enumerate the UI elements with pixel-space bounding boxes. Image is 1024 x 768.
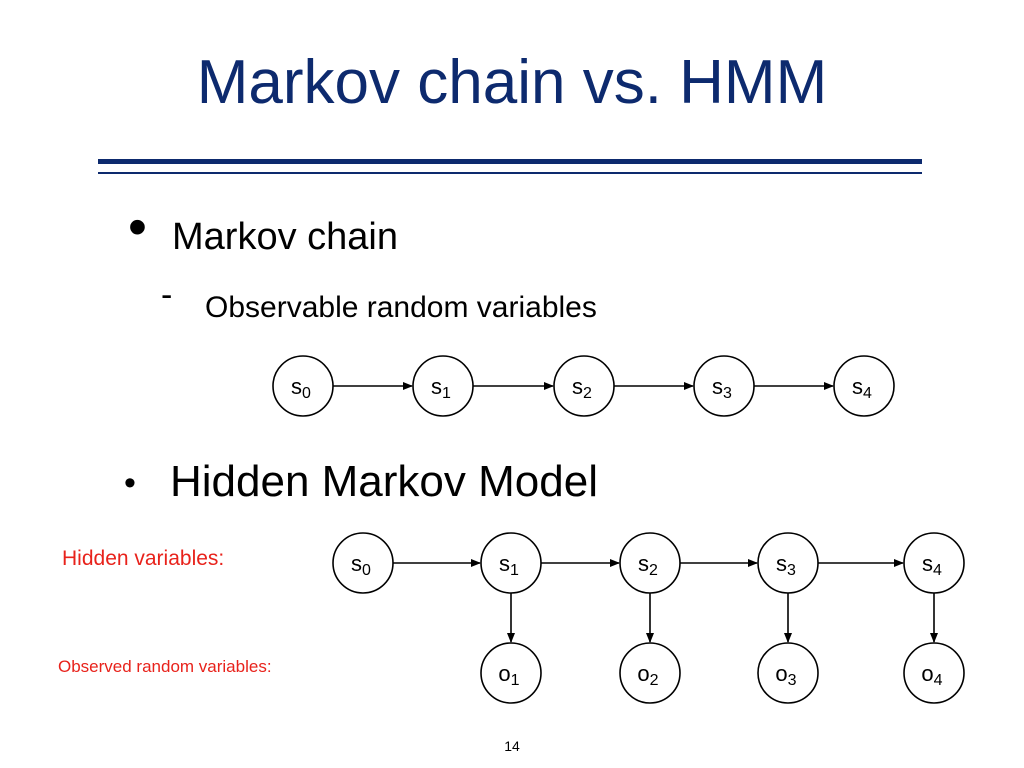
hmm-observed-node-o1-label: o1: [498, 661, 519, 689]
title-rule-thick: [98, 159, 922, 164]
page-number: 14: [504, 738, 520, 754]
hmm-hidden-node-s0: s0: [332, 532, 394, 594]
hmm-hidden-node-s3-label: s3: [776, 551, 796, 579]
label-observed-random-variables: Observed random variables:: [58, 657, 272, 676]
mc-node-s0-label: s0: [291, 374, 311, 402]
mc-node-s4-label: s4: [852, 374, 872, 402]
hmm-hidden-node-s4: s4: [903, 532, 965, 594]
mc-node-s1-label: s1: [431, 374, 451, 402]
bullet-hmm: •: [124, 464, 136, 502]
hmm-hidden-node-s2-label: s2: [638, 551, 658, 579]
mc-node-s4: s4: [833, 355, 895, 417]
mc-node-s0: s0: [272, 355, 334, 417]
hmm-observed-node-o4: o4: [903, 642, 965, 704]
hmm-observed-node-o3: o3: [757, 642, 819, 704]
hmm-observed-node-o4-label: o4: [921, 661, 942, 689]
hmm-hidden-node-s3: s3: [757, 532, 819, 594]
slide-title: Markov chain vs. HMM: [196, 48, 828, 117]
mc-node-s1: s1: [412, 355, 474, 417]
mc-node-s3-label: s3: [712, 374, 732, 402]
mc-node-s2: s2: [553, 355, 615, 417]
subbullet-observable-random-variables: Observable random variables: [205, 291, 597, 324]
hmm-hidden-node-s4-label: s4: [922, 551, 942, 579]
hmm-observed-node-o3-label: o3: [775, 661, 796, 689]
title-rule-thin: [98, 172, 922, 174]
hmm-observed-node-o2: o2: [619, 642, 681, 704]
label-hidden-variables: Hidden variables:: [62, 547, 225, 570]
dash-observable: -: [161, 276, 173, 314]
mc-node-s2-label: s2: [572, 374, 592, 402]
hmm-observed-node-o2-label: o2: [637, 661, 658, 689]
hmm-hidden-node-s1-label: s1: [499, 551, 519, 579]
hmm-hidden-node-s2: s2: [619, 532, 681, 594]
hmm-observed-node-o1: o1: [480, 642, 542, 704]
hmm-hidden-node-s0-label: s0: [351, 551, 371, 579]
mc-node-s3: s3: [693, 355, 755, 417]
bullet-markov-chain: •: [128, 197, 147, 257]
bullet-text-markov-chain: Markov chain: [172, 216, 398, 258]
hmm-hidden-node-s1: s1: [480, 532, 542, 594]
bullet-text-hmm: Hidden Markov Model: [170, 457, 598, 506]
